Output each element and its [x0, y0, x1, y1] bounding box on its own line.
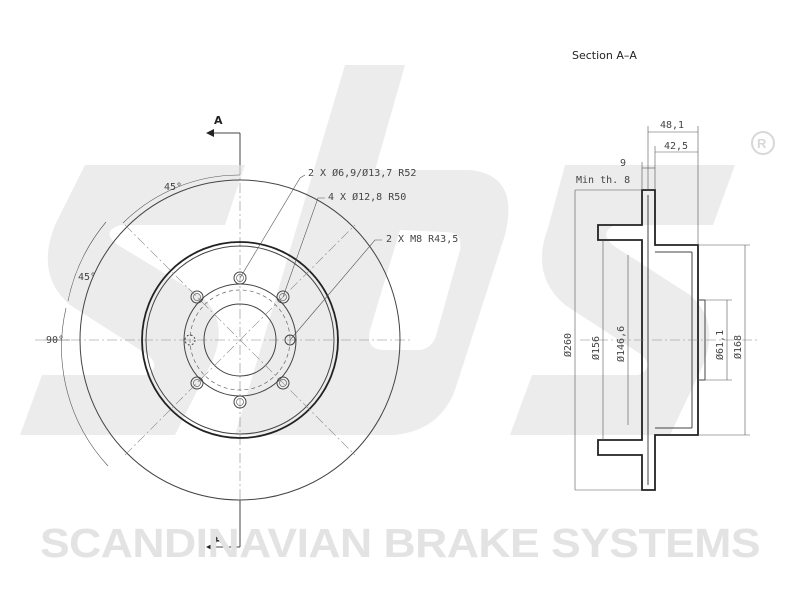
registered-mark-letter: R	[757, 136, 767, 151]
dim-width-overall: 48,1	[660, 120, 684, 131]
callout-bolt-holes: 4 X Ø12,8 R50	[328, 191, 406, 203]
disc-section-view	[574, 126, 760, 491]
callout-threaded-holes: 2 X M8 R43,5	[386, 234, 458, 245]
dim-diameter-61: Ø61,1	[714, 330, 726, 360]
angle-label-left: 90°	[46, 335, 64, 346]
disc-front-view	[35, 129, 410, 551]
callout-small-holes: 2 X Ø6,9/Ø13,7 R52	[308, 167, 416, 179]
dim-diameter-156: Ø156	[590, 336, 602, 360]
section-marker-bottom: A	[214, 533, 223, 546]
angle-label-middle: 45°	[78, 272, 96, 283]
registered-mark-ring	[751, 131, 775, 155]
dim-min-thickness: Min th. 8	[576, 175, 630, 186]
section-title: Section A–A	[572, 49, 637, 62]
dim-diameter-146: Ø146,6	[615, 326, 627, 362]
angle-label-top: 45°	[164, 182, 182, 193]
dim-width-hat: 42,5	[664, 141, 688, 152]
section-marker-top: A	[214, 114, 223, 127]
dim-thickness: 9	[620, 158, 626, 169]
brand-text: SCANDINAVIAN BRAKE SYSTEMS	[40, 520, 760, 566]
dim-diameter-outer: Ø260	[562, 333, 574, 357]
dim-diameter-168: Ø168	[732, 335, 744, 359]
